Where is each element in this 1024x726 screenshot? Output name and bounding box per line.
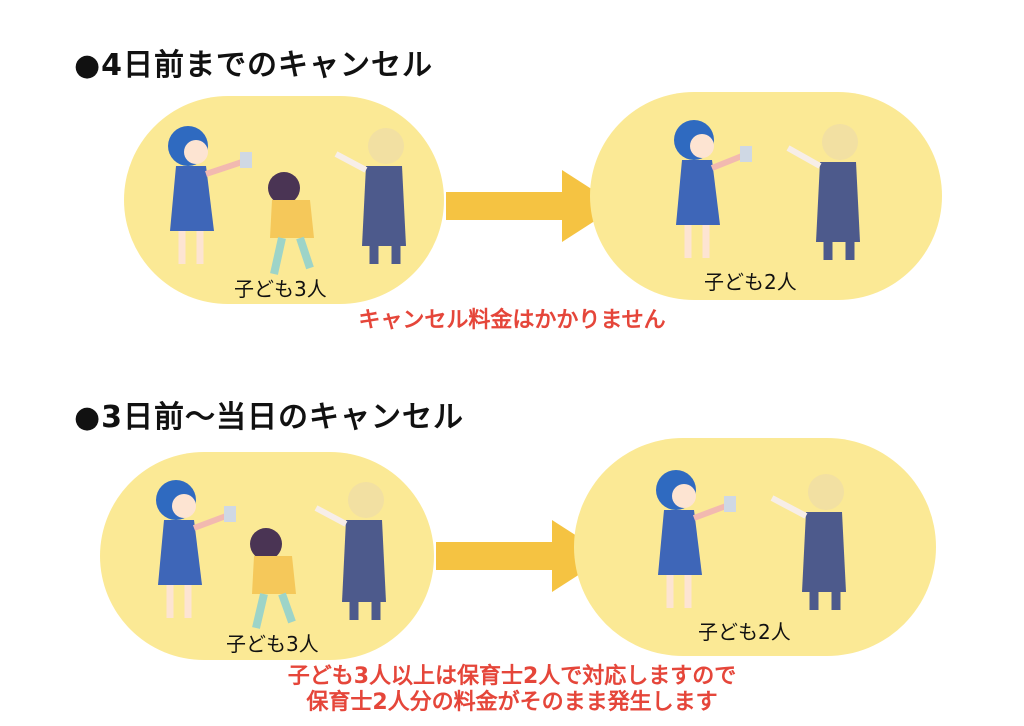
girl-blue-hair-figure — [674, 120, 752, 258]
boy-overalls-figure — [786, 124, 860, 260]
children-illustration-three — [168, 126, 406, 275]
section1-note: キャンセル料金はかかりません — [358, 308, 666, 333]
section1-before-group — [124, 96, 444, 304]
section1-after-label: 子ども2人 — [704, 270, 797, 294]
section2-before-group — [100, 452, 434, 660]
section2-note-line2: 保育士2人分の料金がそのまま発生します — [306, 690, 718, 715]
section2-after-label: 子ども2人 — [698, 620, 791, 644]
section1-heading: ●4日前までのキャンセル — [74, 48, 434, 83]
children-illustration-three — [156, 480, 386, 629]
girl-dark-hair-figure — [268, 172, 314, 275]
girl-dark-hair-figure — [250, 528, 296, 629]
section1-after-group — [590, 92, 942, 300]
children-illustration-two — [674, 120, 860, 260]
section2-before-label: 子ども3人 — [226, 632, 319, 656]
section2-note-line1: 子ども3人以上は保育士2人で対応しますので — [287, 664, 737, 689]
section2-heading: ●3日前〜当日のキャンセル — [74, 400, 465, 435]
girl-blue-hair-figure — [168, 126, 252, 264]
section1-before-label: 子ども3人 — [234, 277, 327, 301]
section2-after-group — [574, 438, 936, 656]
boy-overalls-figure — [770, 474, 846, 610]
boy-overalls-figure — [334, 128, 406, 264]
girl-blue-hair-figure — [156, 480, 236, 618]
boy-overalls-figure — [314, 482, 386, 620]
girl-blue-hair-figure — [656, 470, 736, 608]
children-illustration-two — [656, 470, 846, 610]
